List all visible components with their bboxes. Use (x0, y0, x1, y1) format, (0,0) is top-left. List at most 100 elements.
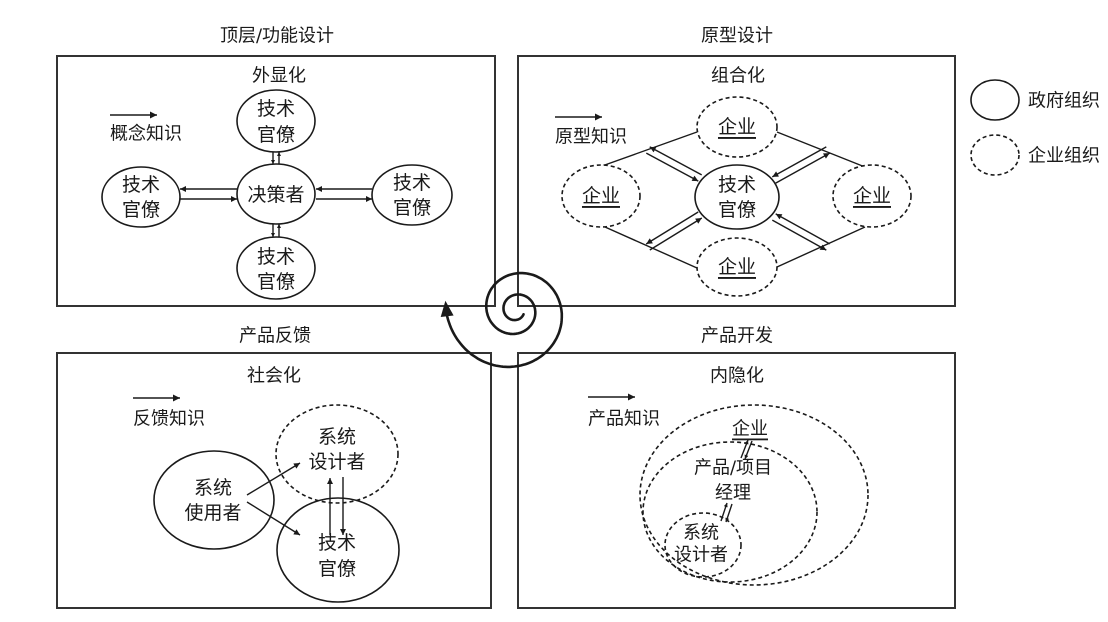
flow-arrow-to-edge (645, 211, 699, 245)
flow-arrow-to-center (775, 213, 831, 245)
node-enterprise-right: 企业 (832, 164, 912, 228)
panel-mode-label: 外显化 (252, 66, 306, 87)
node-bureaucrat: 技术 官僚 (276, 497, 400, 603)
node-bureaucrat-right: 技术 官僚 (371, 164, 453, 226)
panel-mode-label: 内隐化 (710, 366, 764, 387)
node-label-line: 官僚 (393, 197, 431, 219)
enterprise-org-ellipse-inner (664, 512, 742, 578)
panel-mode-label: 组合化 (711, 66, 765, 87)
node-designer-label-line: 系统 (683, 523, 719, 544)
node-manager-label-line: 经理 (715, 483, 751, 504)
knowledge-type-label: 原型知识 (555, 127, 627, 148)
government-org-ellipse (236, 236, 316, 300)
dashed-ellipse-icon (970, 134, 1020, 176)
node-label-line: 设计者 (308, 451, 365, 473)
node-label-line: 官僚 (257, 271, 295, 293)
panel-top-left: 顶层/功能设计 外显化 概念知识 技术 官僚 决策者 技术 官僚 技术 (56, 26, 496, 307)
government-org-ellipse (694, 164, 780, 230)
panel-frame (56, 352, 492, 609)
panel-frame (517, 55, 956, 307)
node-bureaucrat-bottom: 技术 官僚 (236, 236, 316, 300)
panel-frame (517, 352, 956, 609)
government-org-ellipse (371, 164, 453, 226)
panel-bottom-right: 产品开发 内隐化 产品知识 企业 产品/项目 经理 系统 设计者 (517, 326, 956, 609)
node-bureaucrat-center: 技术 官僚 (694, 164, 780, 230)
diamond-edge (604, 226, 698, 269)
node-manager-label-line: 产品/项目 (694, 458, 772, 479)
node-label-line: 使用者 (184, 502, 241, 524)
node-label-line: 决策者 (247, 184, 304, 206)
node-enterprise-left: 企业 (561, 164, 641, 228)
cycle-spiral (445, 271, 564, 369)
node-decision-maker: 决策者 (236, 163, 316, 225)
flow-arrow-user-to-designer (246, 462, 301, 496)
node-label-line: 技术 (122, 174, 160, 196)
node-label-line: 企业 (718, 116, 756, 138)
node-label-line: 官僚 (718, 199, 756, 221)
node-label-line: 官僚 (257, 124, 295, 146)
panel-title: 顶层/功能设计 (220, 26, 334, 47)
flow-arrow-down (725, 503, 733, 523)
node-label-line: 官僚 (122, 199, 160, 221)
node-enterprise-bottom: 企业 (696, 237, 778, 297)
knowledge-type-label: 概念知识 (110, 123, 182, 145)
legend-item-enterprise: 企业组织 (970, 134, 1100, 176)
legend: 政府组织 企业组织 (970, 79, 1100, 176)
knowledge-type-label: 产品知识 (588, 409, 660, 430)
node-label-line: 官僚 (318, 558, 356, 580)
enterprise-org-ellipse (832, 164, 912, 228)
node-label-line: 企业 (582, 185, 620, 207)
spiral-arrow-icon (440, 271, 564, 369)
panel-title: 产品开发 (701, 326, 773, 347)
enterprise-org-ellipse (696, 237, 778, 297)
legend-label: 企业组织 (1028, 146, 1100, 167)
cycle-arrowhead-icon (440, 300, 454, 317)
panel-bottom-left: 产品反馈 社会化 反馈知识 系统 设计者 技术 官僚 系统 使用者 (56, 326, 492, 609)
node-label-line: 企业 (853, 185, 891, 207)
flow-arrow-to-center (771, 146, 827, 178)
node-label-line: 系统 (318, 426, 356, 448)
flow-arrow-down (744, 440, 753, 460)
flow-arrow-to-edge (775, 152, 831, 184)
enterprise-org-ellipse-middle (642, 441, 818, 583)
node-bureaucrat-top: 技术 官僚 (236, 89, 316, 153)
government-org-ellipse (276, 497, 400, 603)
enterprise-org-ellipse (275, 404, 399, 504)
node-label-line: 企业 (718, 256, 756, 278)
node-enterprise-label: 企业 (732, 419, 768, 440)
panel-title: 产品反馈 (239, 326, 311, 347)
flow-arrow-to-edge (771, 219, 827, 251)
node-label-line: 技术 (257, 246, 295, 268)
flow-arrow-to-center (649, 217, 703, 251)
enterprise-org-ellipse-outer (639, 404, 869, 586)
diamond-edge (601, 131, 698, 167)
node-label-line: 技术 (318, 532, 356, 554)
node-label-line: 技术 (393, 172, 431, 194)
government-org-ellipse (101, 166, 181, 228)
node-system-designer: 系统 设计者 (275, 404, 399, 504)
panel-mode-label: 社会化 (247, 366, 301, 387)
panel-frame (56, 55, 496, 307)
node-label-line: 系统 (194, 477, 232, 499)
government-org-ellipse (236, 163, 316, 225)
node-label-line: 技术 (257, 98, 295, 120)
government-org-ellipse (153, 450, 275, 550)
enterprise-org-ellipse (561, 164, 641, 228)
legend-item-government: 政府组织 (970, 79, 1100, 121)
panel-title: 原型设计 (701, 26, 773, 47)
node-system-user: 系统 使用者 (153, 450, 275, 550)
knowledge-type-label: 反馈知识 (133, 409, 205, 430)
enterprise-org-ellipse (696, 96, 778, 158)
node-label-line: 技术 (718, 174, 756, 196)
panel-top-right: 原型设计 组合化 原型知识 企业 企业 企业 (517, 26, 956, 307)
flow-arrow-user-to-bureaucrat (246, 501, 301, 536)
government-org-ellipse (236, 89, 316, 153)
legend-label: 政府组织 (1028, 91, 1100, 112)
node-enterprise-top: 企业 (696, 96, 778, 158)
node-bureaucrat-left: 技术 官僚 (101, 166, 181, 228)
flow-arrow-to-center (645, 152, 699, 182)
node-designer-label-line: 设计者 (674, 545, 728, 566)
flow-arrow-up (740, 439, 749, 459)
flow-arrow-to-edge (649, 146, 703, 176)
